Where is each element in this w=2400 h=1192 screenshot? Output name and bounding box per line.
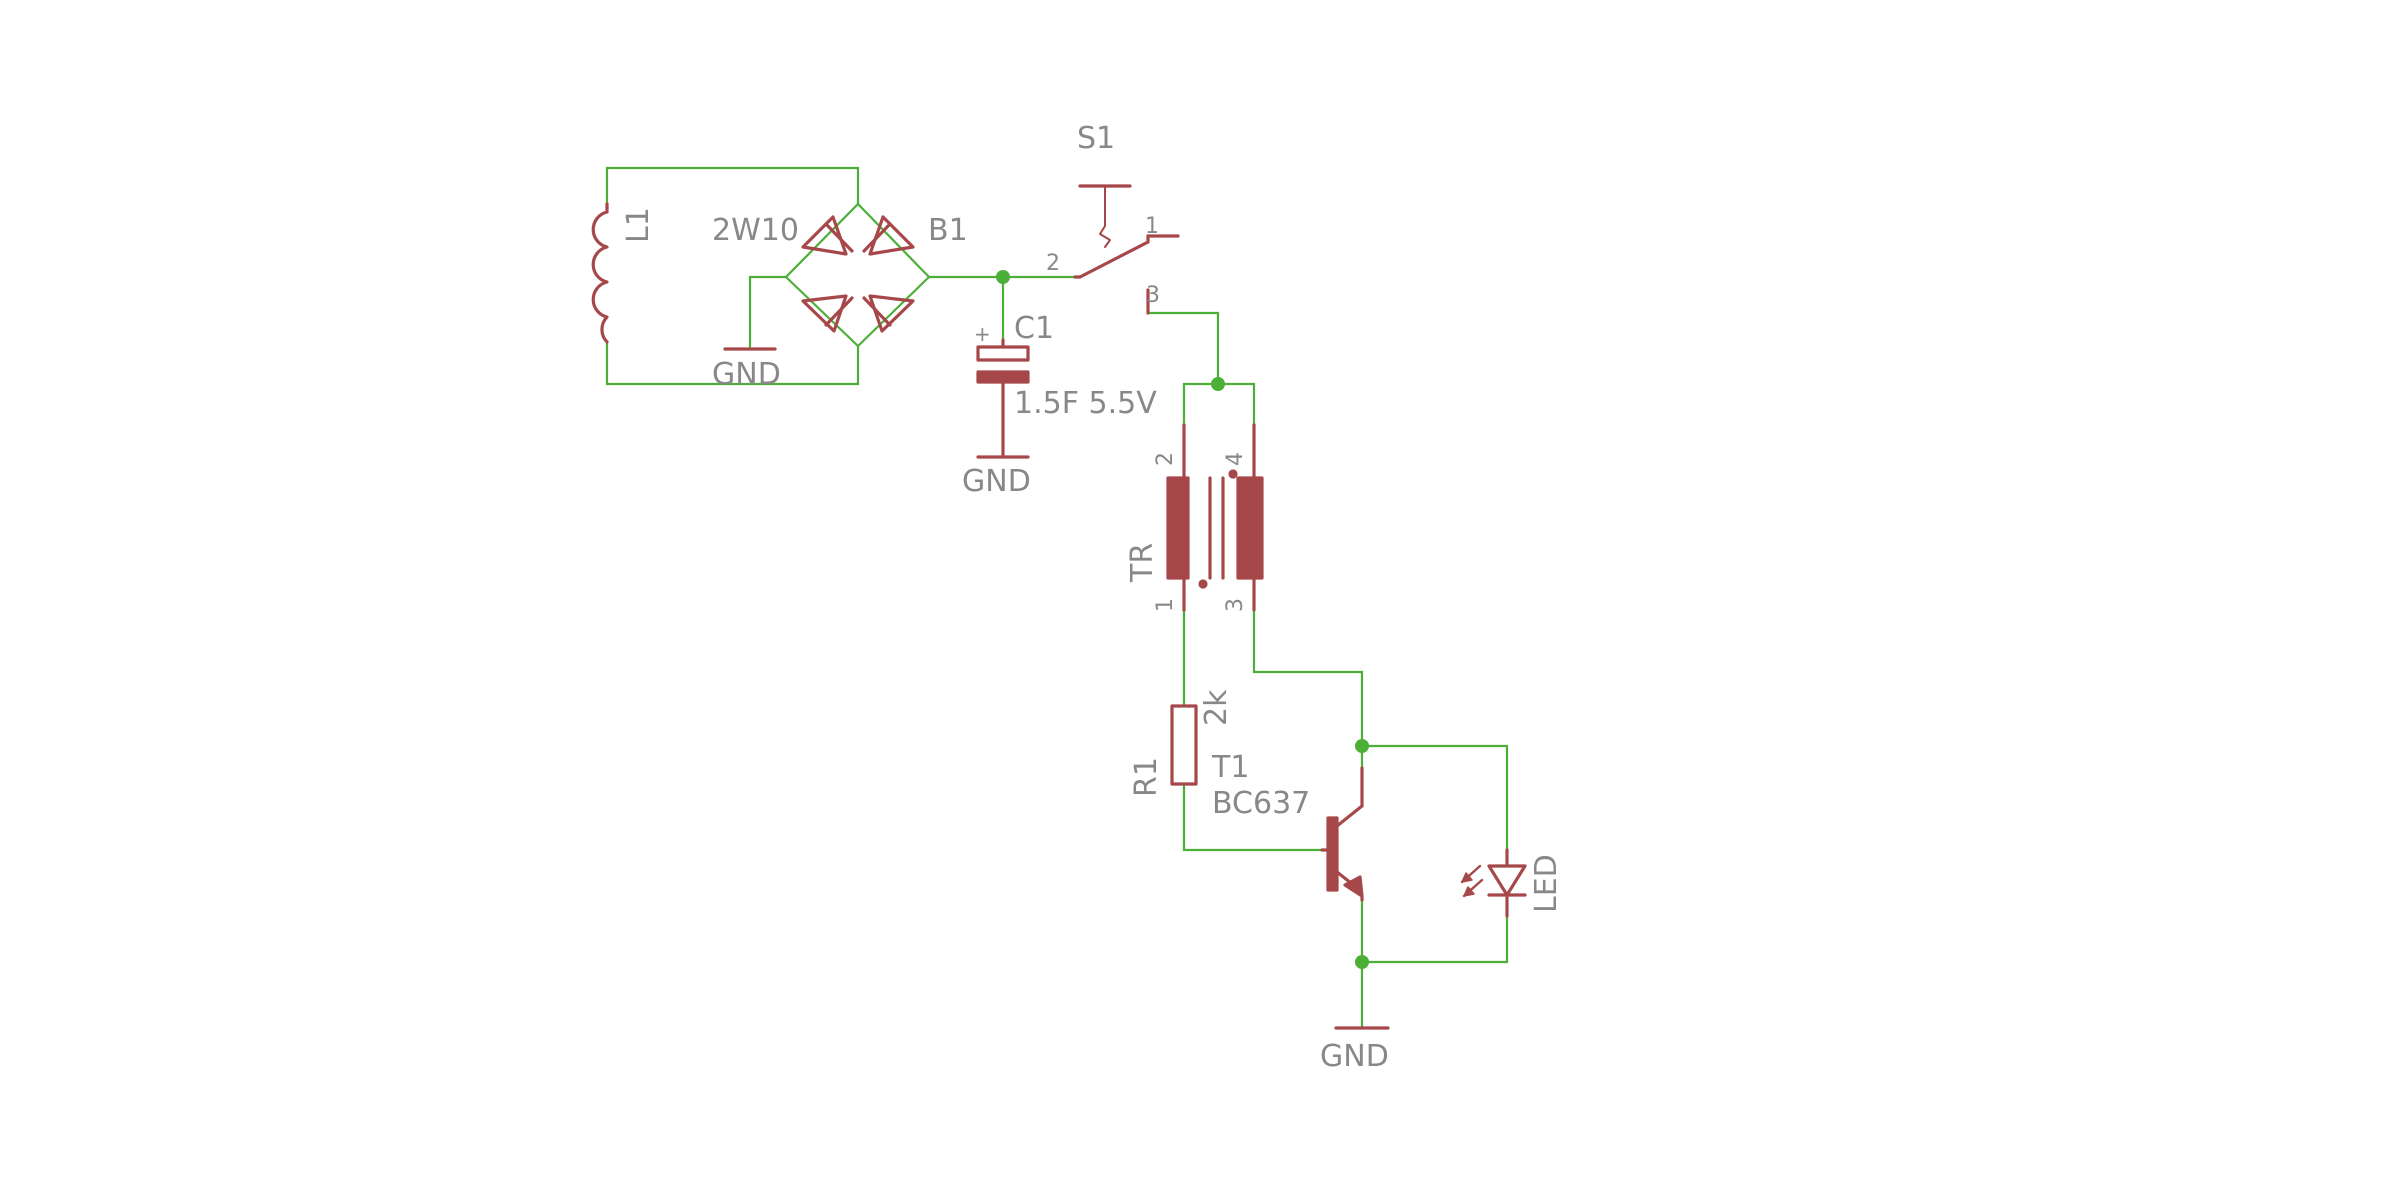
label-r1-name: R1 bbox=[1129, 757, 1164, 797]
junction-dot bbox=[1355, 955, 1369, 969]
transformer-tr[interactable] bbox=[1166, 423, 1264, 612]
junction-dot bbox=[1355, 739, 1369, 753]
switch-s1[interactable] bbox=[1073, 184, 1180, 315]
labels: L1 2W10 B1 GND + C1 1.5F 5.5V GND S1 1 2… bbox=[621, 121, 1564, 1074]
label-gnd-main: GND bbox=[1320, 1039, 1389, 1074]
label-c1-name: C1 bbox=[1014, 311, 1054, 346]
wire-led-anchor-bottom[interactable] bbox=[1360, 914, 1509, 964]
label-gnd-cap: GND bbox=[962, 464, 1031, 499]
label-c1-value: 1.5F 5.5V bbox=[1014, 386, 1157, 421]
inductor-l1[interactable] bbox=[591, 202, 609, 344]
label-b1-value: 2W10 bbox=[712, 213, 799, 248]
label-s1-pin3: 3 bbox=[1146, 283, 1160, 308]
label-tr-pin1: 1 bbox=[1153, 598, 1178, 612]
label-l1: L1 bbox=[621, 207, 656, 243]
label-b1-name: B1 bbox=[928, 213, 968, 248]
label-tr-pin3: 3 bbox=[1223, 598, 1248, 612]
label-r1-value: 2k bbox=[1199, 689, 1234, 726]
wire-r1-base[interactable] bbox=[1182, 782, 1324, 852]
label-led-name: LED bbox=[1529, 854, 1564, 913]
label-gnd-bridge: GND bbox=[712, 357, 781, 392]
bridge-rectifier-b1[interactable] bbox=[784, 202, 931, 348]
wires bbox=[605, 166, 1509, 1030]
wire-tr-collector[interactable] bbox=[1252, 608, 1364, 770]
symbols bbox=[591, 184, 1527, 1030]
label-tr-name: TR bbox=[1125, 543, 1160, 583]
resistor-r1[interactable] bbox=[1170, 704, 1198, 786]
wire-l1-top[interactable] bbox=[605, 166, 860, 206]
label-c1-polarity: + bbox=[974, 322, 991, 346]
label-s1-name: S1 bbox=[1077, 121, 1115, 156]
led-diode[interactable] bbox=[1460, 848, 1527, 918]
wire-led-anchor-top[interactable] bbox=[1360, 744, 1509, 852]
junction-dot bbox=[996, 270, 1010, 284]
label-s1-pin1: 1 bbox=[1145, 214, 1159, 239]
label-tr-pin4: 4 bbox=[1223, 452, 1248, 466]
junction-dot bbox=[1211, 377, 1225, 391]
label-t1-name: T1 bbox=[1211, 750, 1249, 785]
label-t1-value: BC637 bbox=[1212, 786, 1310, 821]
junctions bbox=[996, 270, 1369, 969]
label-tr-pin2: 2 bbox=[1153, 452, 1178, 466]
label-s1-pin2: 2 bbox=[1046, 251, 1060, 276]
transistor-t1[interactable] bbox=[1320, 766, 1364, 902]
capacitor-c1[interactable] bbox=[976, 338, 1030, 459]
wire-bridge-gnd[interactable] bbox=[748, 275, 788, 350]
wire-l1-bottom[interactable] bbox=[605, 340, 860, 386]
wire-switch-out[interactable] bbox=[1146, 311, 1220, 386]
